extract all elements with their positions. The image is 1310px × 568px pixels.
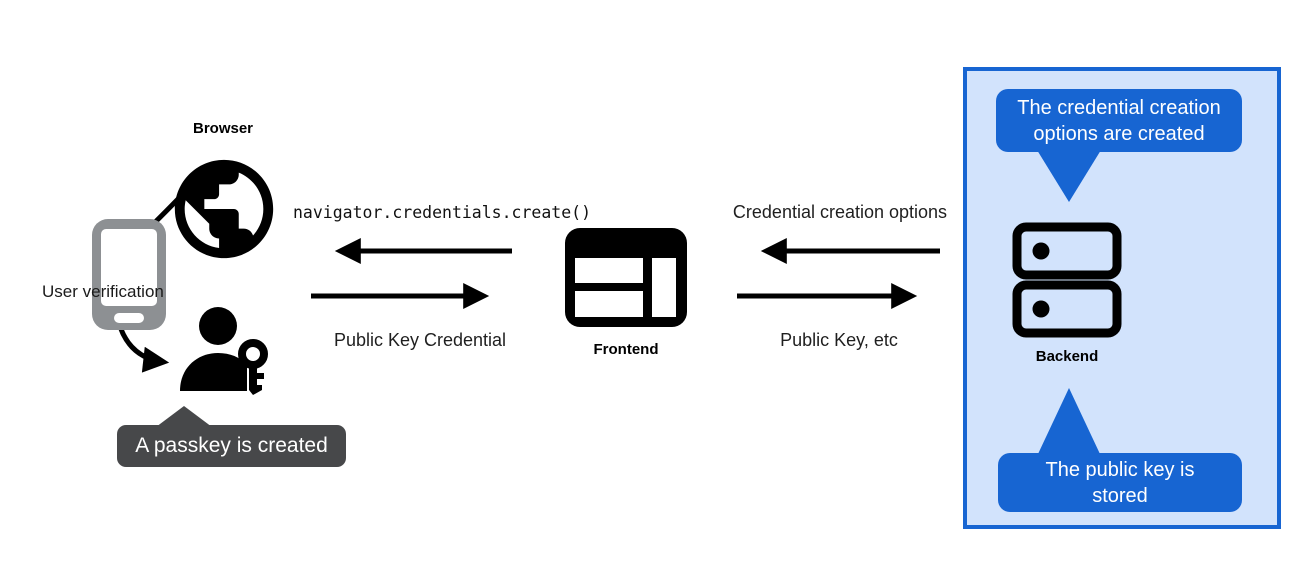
smartphone-icon: [92, 219, 166, 330]
stored-callout-text: The public key is stored: [1045, 458, 1195, 507]
user-key-icon: [180, 307, 268, 395]
public-key-etc-label: Public Key, etc: [780, 330, 898, 350]
frontend-window-icon: [565, 228, 687, 327]
globe-icon: [174, 159, 274, 259]
browser-label: Browser: [192, 120, 254, 137]
credential-creation-options-label: Credential creation options: [732, 202, 948, 222]
backend-label: Backend: [1035, 348, 1099, 365]
options-callout: The credential creation options are crea…: [996, 89, 1242, 152]
create-call-label: navigator.credentials.create(): [293, 203, 592, 222]
passkey-callout-tail: [156, 406, 212, 427]
public-key-credential-label: Public Key Credential: [333, 330, 507, 350]
frontend-label: Frontend: [593, 341, 659, 358]
stored-callout-tail: [1038, 388, 1100, 454]
options-callout-tail: [1037, 150, 1101, 202]
server-icon: [1012, 222, 1122, 338]
stored-callout: The public key is stored: [998, 453, 1242, 512]
passkey-callout: A passkey is created: [117, 425, 346, 467]
user-verification-label: User verification: [42, 282, 164, 301]
options-callout-text: The credential creation options are crea…: [1017, 96, 1221, 145]
